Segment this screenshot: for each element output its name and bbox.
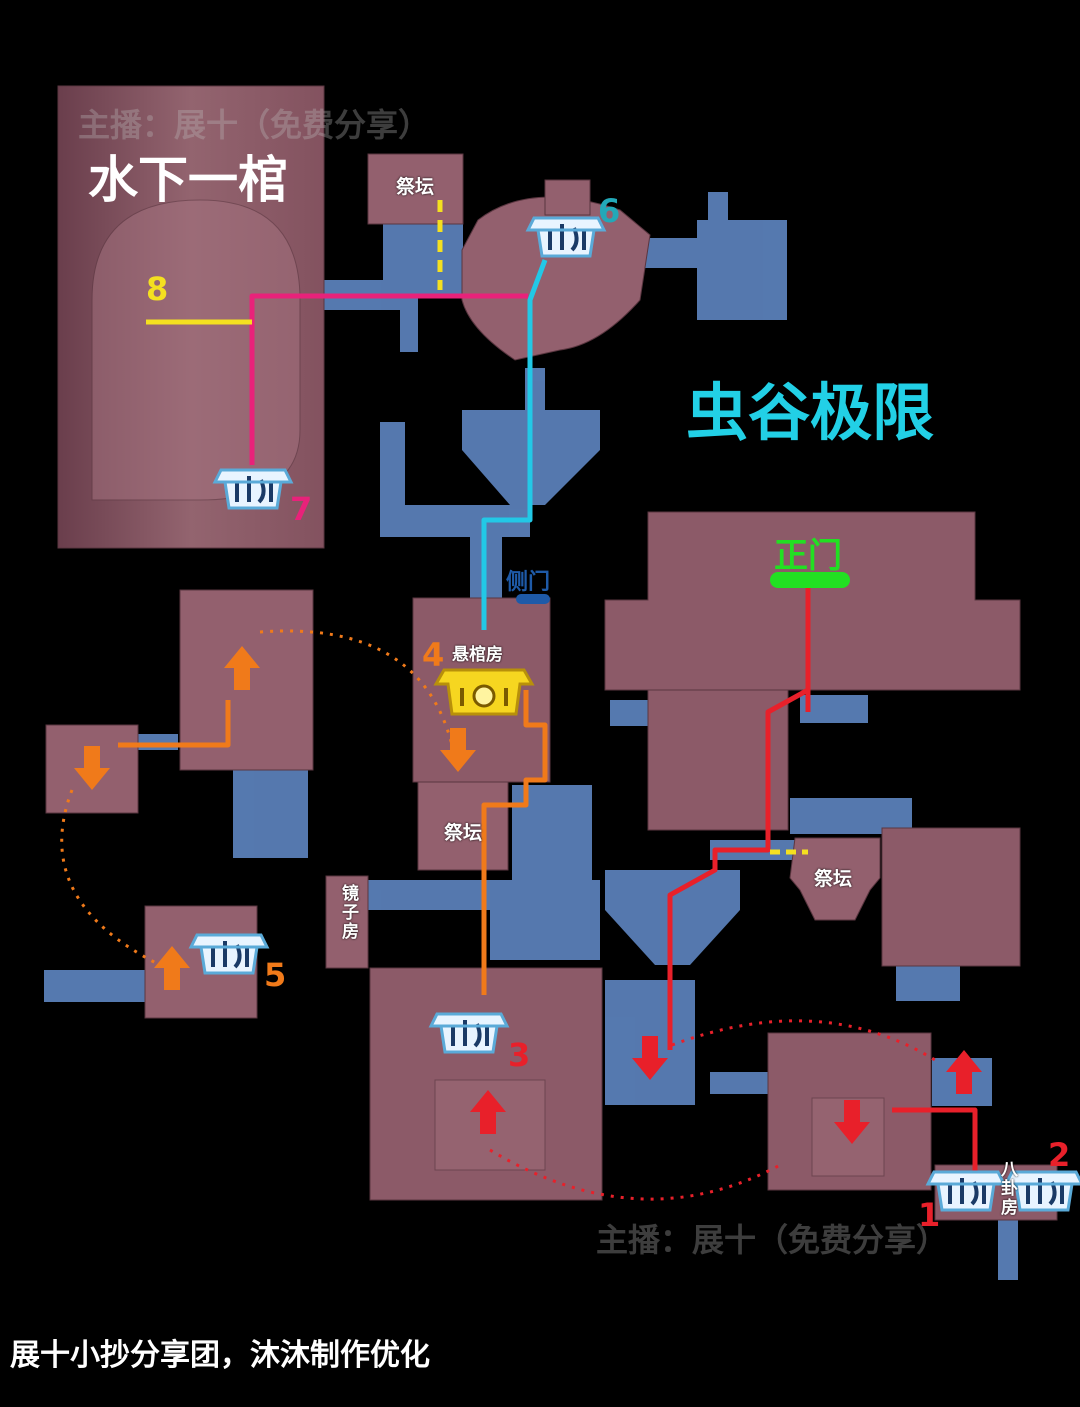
watermark-top: 主播：展十（免费分享） (78, 106, 431, 144)
routes (118, 200, 978, 1190)
marker-3: 3 (508, 1036, 531, 1074)
area-title-bug-valley: 虫谷极限 (686, 376, 935, 449)
room-label-altar-right: 祭坛 (814, 868, 853, 890)
route-orange-a (481, 690, 548, 995)
side-gate-label: 侧门 (506, 570, 551, 595)
gold-chest-icon-4 (434, 668, 534, 716)
room-label-altar-top: 祭坛 (396, 176, 435, 198)
room-label-bagua: 八卦房 (997, 1160, 1017, 1217)
marker-7: 7 (290, 490, 313, 528)
main-gate-label: 正门 (774, 536, 842, 576)
watermark-bottom: 主播：展十（免费分享） (596, 1221, 949, 1259)
marker-2: 2 (1048, 1136, 1071, 1174)
marker-6: 6 (598, 192, 621, 230)
room-label-hanging-coffin: 悬棺房 (452, 645, 503, 665)
corridors (44, 192, 1018, 1280)
main-gate-bar (770, 572, 850, 588)
route-red-b (892, 1107, 978, 1190)
route-red-main (667, 588, 811, 1050)
marker-4: 4 (422, 636, 445, 674)
marker-5: 5 (264, 956, 287, 994)
area-title-underwater-coffin: 水下一棺 (88, 151, 288, 209)
dotted-paths (60, 629, 936, 1201)
marker-1: 1 (918, 1196, 941, 1234)
room-label-altar-middle: 祭坛 (444, 822, 483, 844)
footer-credit: 展十小抄分享团，沐沐制作优化 (10, 1338, 430, 1373)
marker-8: 8 (146, 270, 169, 308)
side-gate-bar (516, 594, 550, 604)
route-orange-b (118, 700, 231, 748)
room-label-mirror: 镜子房 (338, 884, 358, 941)
route-cyan (481, 259, 548, 630)
